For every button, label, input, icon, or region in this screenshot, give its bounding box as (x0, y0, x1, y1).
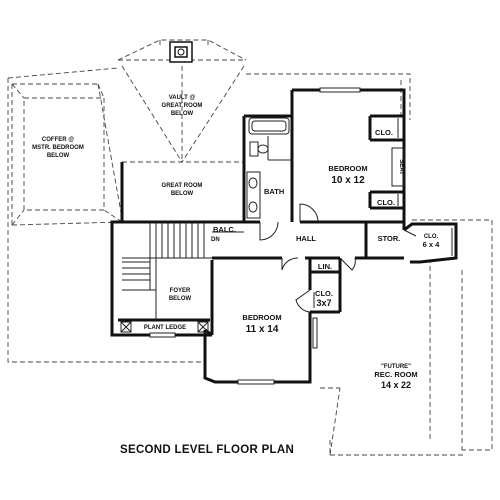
coffer-label-2: MSTR. BEDROOM (32, 145, 84, 151)
foyer-label-1: FOYER (170, 288, 191, 294)
vault-label-1: VAULT @ (169, 95, 196, 101)
bedroom-2-name: BEDROOM (328, 164, 367, 173)
plant-ledge-label: PLANT LEDGE (144, 325, 186, 331)
great-room-label-1: GREAT ROOM (162, 183, 203, 189)
closet-3x7-size: 3x7 (316, 298, 331, 308)
closet-3x7-name: CLO. (315, 289, 333, 298)
future-label: "FUTURE" (381, 364, 411, 370)
storage-label: STOR. (378, 234, 401, 243)
closet-top-label: CLO. (375, 128, 393, 137)
rec-room-size: 14 x 22 (381, 380, 411, 390)
doors (259, 203, 417, 313)
linen-label: LIN. (318, 262, 332, 271)
labels: COFFER @ MSTR. BEDROOM BELOW VAULT @ GRE… (32, 95, 440, 456)
vault-label-2: GREAT ROOM (162, 103, 203, 109)
balcony-label: BALC. (213, 225, 236, 234)
hall-label: HALL (296, 234, 316, 243)
closet-mid-label: CLO. (377, 198, 395, 207)
bedroom-3-size: 11 x 14 (246, 324, 279, 335)
down-label: DN (211, 237, 220, 243)
roof-lines (7, 39, 493, 456)
coffer-label-1: COFFER @ (42, 137, 74, 143)
seat-label: SEAT (398, 159, 404, 175)
bedroom-2-size: 10 x 12 (331, 175, 365, 186)
details (120, 87, 453, 385)
closet-6x4-name: CLO. (424, 234, 439, 240)
foyer-label-2: BELOW (169, 296, 192, 302)
closet-6x4-size: 6 x 4 (423, 240, 441, 249)
vault-label-3: BELOW (171, 111, 194, 117)
great-room-label-2: BELOW (171, 191, 194, 197)
chimney (169, 41, 193, 63)
rec-room-name: REC. ROOM (374, 370, 417, 379)
bath-label: BATH (264, 187, 284, 196)
bedroom-3-name: BEDROOM (242, 313, 281, 322)
coffer-label-3: BELOW (47, 153, 70, 159)
plan-title: SECOND LEVEL FLOOR PLAN (120, 444, 294, 456)
